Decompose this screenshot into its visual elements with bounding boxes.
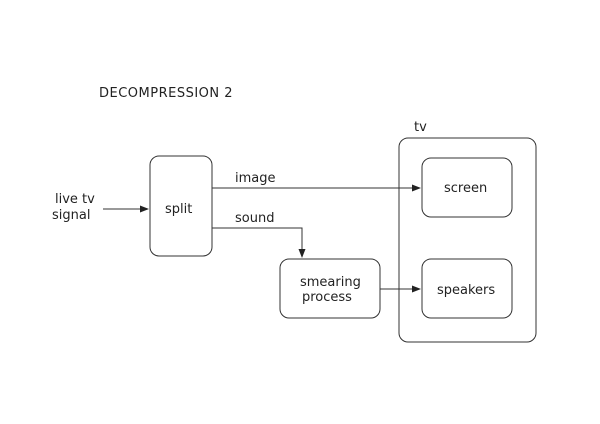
smearing-process-label-line-1: smearing: [300, 275, 361, 290]
diagram-title: DECOMPRESSION 2: [99, 86, 233, 101]
split-node: [149, 155, 213, 257]
speakers-node: [421, 258, 513, 319]
edge-split-to-smearing: [212, 227, 303, 251]
arrowhead-smearing-to-speakers: [412, 285, 421, 293]
input-label-line-1: live tv: [55, 192, 95, 207]
input-label-line-2: signal: [52, 208, 90, 223]
arrowhead-input-to-split: [140, 205, 149, 213]
screen-node: [421, 157, 513, 218]
smearing-process-label-line-2: process: [302, 290, 352, 305]
tv-container-label: tv: [414, 120, 427, 135]
arrowhead-split-to-smearing: [298, 249, 306, 258]
screen-node-label: screen: [444, 181, 487, 196]
edge-label-image: image: [235, 171, 276, 186]
edge-label-sound: sound: [235, 211, 274, 226]
split-node-label: split: [165, 202, 192, 217]
speakers-node-label: speakers: [437, 283, 495, 298]
arrowhead-split-to-screen: [412, 184, 421, 192]
